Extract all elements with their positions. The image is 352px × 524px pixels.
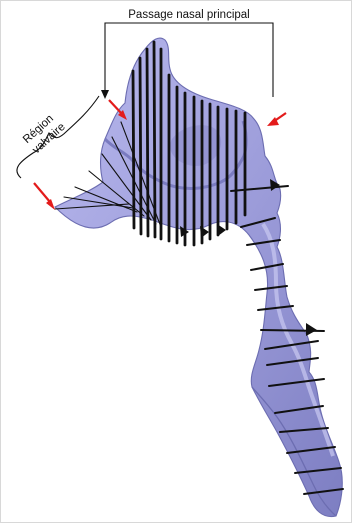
section-marker <box>200 226 209 238</box>
section-line <box>154 42 155 237</box>
main-passage-arrow-right <box>267 113 286 126</box>
valve-region-arrow-lower <box>34 183 55 210</box>
airway-upper-mass <box>55 38 342 517</box>
valve-region-label: Région valvaire <box>21 110 68 156</box>
main-passage-label: Passage nasal principal <box>128 9 249 21</box>
airway-model <box>55 38 343 517</box>
section-line <box>147 49 148 236</box>
section-marker <box>217 224 226 236</box>
section-line <box>133 71 134 228</box>
section-marker <box>306 323 317 336</box>
section-line <box>140 58 141 234</box>
main-passage-bracket-arrow <box>101 90 109 99</box>
